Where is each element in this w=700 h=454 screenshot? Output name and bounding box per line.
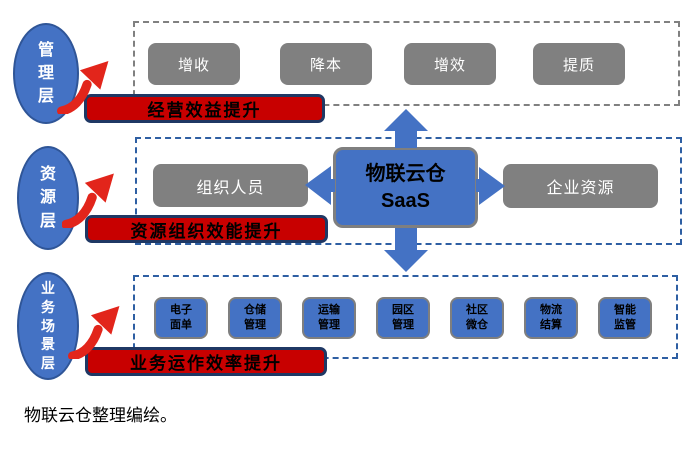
enterprise-resource-box: 企业资源 <box>503 164 658 208</box>
business-scene-box-ewaybill: 电子 面单 <box>154 297 208 339</box>
ellipse-management-layer: 管 理 层 <box>13 23 79 124</box>
banner-operating-benefit: 经营效益提升 <box>84 94 325 123</box>
right-arrow <box>476 167 505 205</box>
business-scene-box-supervision: 智能 监管 <box>598 297 652 339</box>
business-layer-frame <box>133 275 678 359</box>
business-scene-box-community: 社区 微仓 <box>450 297 504 339</box>
left-arrow <box>305 166 335 205</box>
ellipse-resource-layer: 资 源 层 <box>17 146 79 250</box>
benefit-box-quality: 提质 <box>533 43 625 85</box>
business-scene-box-park: 园区 管理 <box>376 297 430 339</box>
down-arrow <box>384 228 428 272</box>
organization-personnel-box: 组织人员 <box>153 164 308 207</box>
banner-business-efficiency: 业务运作效率提升 <box>85 347 327 376</box>
benefit-box-efficiency: 增效 <box>404 43 496 85</box>
business-scene-box-transport: 运输 管理 <box>302 297 356 339</box>
business-scene-box-warehouse: 仓储 管理 <box>228 297 282 339</box>
benefit-box-revenue: 增收 <box>148 43 240 85</box>
management-layer-frame <box>133 21 680 106</box>
business-scene-box-settlement: 物流 结算 <box>524 297 578 339</box>
up-arrow <box>384 109 428 148</box>
banner-resource-efficiency: 资源组织效能提升 <box>85 215 328 243</box>
source-caption: 物联云仓整理编绘。 <box>24 406 177 425</box>
ellipse-business-scene-layer: 业 务 场 景 层 <box>17 272 79 380</box>
saas-center-box: 物联云仓 SaaS <box>333 147 478 228</box>
red-curved-arrow-resource <box>62 173 114 228</box>
benefit-box-cost: 降本 <box>280 43 372 85</box>
red-curved-arrow-management <box>57 61 109 114</box>
red-curved-arrow-business <box>68 306 120 359</box>
